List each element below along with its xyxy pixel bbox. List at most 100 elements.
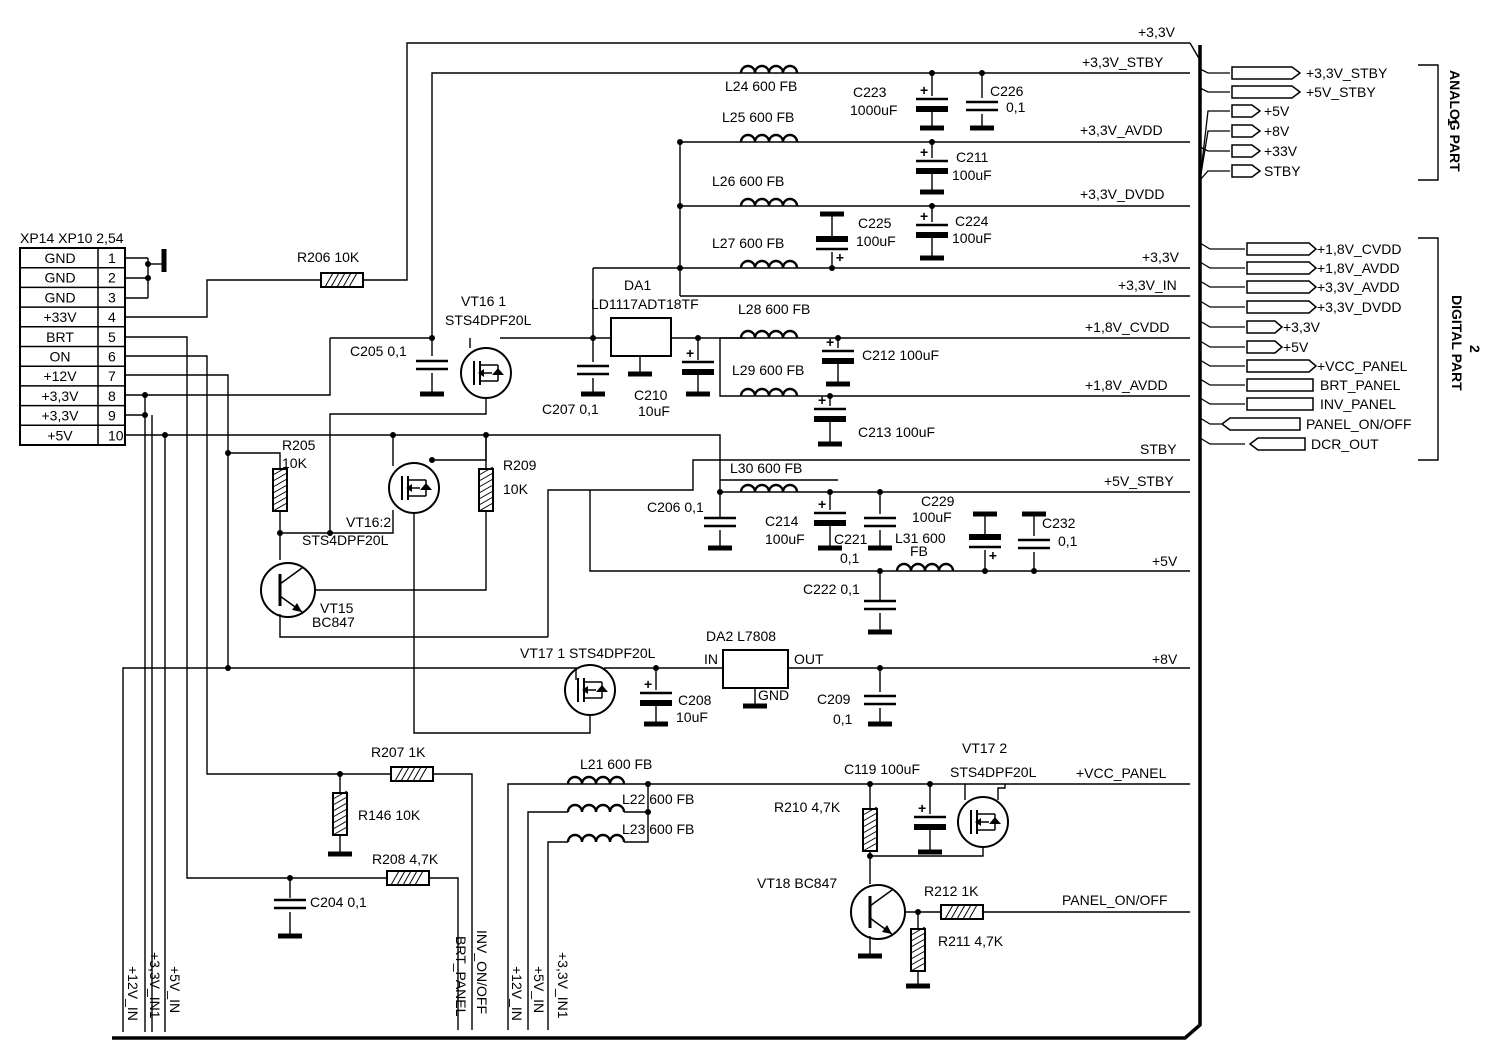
digital-part-title: DIGITAL PART xyxy=(1449,295,1465,391)
vt17-2-part: STS4DPF20L xyxy=(950,764,1037,780)
digital-output-flag: +5V xyxy=(1199,339,1309,355)
bottom-label-5v-in: +5V_IN xyxy=(167,966,183,1013)
connector-title: XP14 XP10 2,54 xyxy=(20,230,124,246)
c221-label: C221 xyxy=(834,531,868,547)
c226-value: 0,1 xyxy=(1006,99,1026,115)
rail-33-dvdd: +3,3V_DVDD xyxy=(1080,186,1164,202)
analog-output-label: STBY xyxy=(1264,163,1301,179)
analog-output-label: +33V xyxy=(1264,143,1298,159)
connector-pin: +12V 7 xyxy=(20,365,125,384)
digital-output-flag: INV_PANEL xyxy=(1199,396,1396,412)
vt15-value: BC847 xyxy=(312,614,355,630)
connector-pin: GND 2 xyxy=(20,266,125,286)
analog-output-flag: +3,3V_STBY xyxy=(1199,65,1388,81)
r207-label: R207 1K xyxy=(371,744,426,760)
c211-value: 100uF xyxy=(952,167,992,183)
connector-pin-name: GND xyxy=(44,270,75,286)
digital-output-label: +3,3V xyxy=(1283,319,1321,335)
r206-label: R206 10K xyxy=(297,249,360,265)
vt17-2-label: VT17 2 xyxy=(962,740,1007,756)
analog-output-flag: +8V xyxy=(1199,123,1290,181)
c212-label: C212 100uF xyxy=(862,347,939,363)
connector-pin-number: 4 xyxy=(108,309,116,325)
digital-output-label: +1,8V_CVDD xyxy=(1317,241,1401,257)
c225-value: 100uF xyxy=(856,233,896,249)
connector-pin-name: +5V xyxy=(47,427,73,443)
l26-label: L26 600 FB xyxy=(712,173,784,189)
c210-label: C210 xyxy=(634,387,668,403)
connector-pin-number: 7 xyxy=(108,368,116,384)
vt16-1-label: VT16 1 xyxy=(461,293,506,309)
l31-label-2: FB xyxy=(910,543,928,559)
bottom-label-12v-in: +12V_IN xyxy=(125,966,141,1021)
analog-output-flag: STBY xyxy=(1199,163,1301,181)
c222-label: C222 0,1 xyxy=(803,581,860,597)
da2-in: IN xyxy=(704,651,718,667)
r210-label: R210 4,7K xyxy=(774,799,841,815)
l25-label: L25 600 FB xyxy=(722,109,794,125)
c229-value: 100uF xyxy=(912,509,952,525)
vt15-label: VT15 xyxy=(320,600,354,616)
connector-pin-number: 5 xyxy=(108,329,116,345)
c214-label: C214 xyxy=(765,513,799,529)
analog-part-title: ANALOG PART xyxy=(1447,70,1463,172)
digital-output-flag: +VCC_PANEL xyxy=(1199,358,1408,374)
c225-label: C225 xyxy=(858,215,892,231)
analog-output-flag: +5V xyxy=(1199,103,1290,181)
connector-pin-name: GND xyxy=(44,289,75,305)
connector-pin-number: 6 xyxy=(108,349,116,365)
rail-33-stby: +3,3V_STBY xyxy=(1082,54,1164,70)
rail-33-in: +3,3V_IN xyxy=(1118,277,1177,293)
rail-18-avdd: +1,8V_AVDD xyxy=(1085,377,1168,393)
vt16-2-part: STS4DPF20L xyxy=(302,532,389,548)
analog-part-bracket: 1 ANALOG PART xyxy=(1418,64,1463,181)
da1-label: DA1 xyxy=(624,277,651,293)
bottom-label-33v-in1: +3,3V_IN1 xyxy=(147,952,163,1019)
digital-output-label: +VCC_PANEL xyxy=(1317,358,1408,374)
c223-label: C223 xyxy=(853,84,887,100)
bottom-labels: +12V_IN +3,3V_IN1 +5V_IN BRT_PANEL INV_O… xyxy=(125,930,571,1021)
da1-part: LD1117ADT18TF xyxy=(591,296,699,312)
digital-output-label: PANEL_ON/OFF xyxy=(1306,416,1412,432)
digital-output-label: DCR_OUT xyxy=(1311,436,1379,452)
vt16-1-part: STS4DPF20L xyxy=(445,312,532,328)
analog-part-number: 1 xyxy=(1445,118,1461,126)
digital-output-flag: PANEL_ON/OFF xyxy=(1199,416,1412,432)
connector-pin-number: 10 xyxy=(108,427,124,443)
digital-output-label: +3,3V_DVDD xyxy=(1317,299,1401,315)
rail-vcc-panel: +VCC_PANEL xyxy=(1076,765,1167,781)
r205-label: R205 xyxy=(282,437,316,453)
rail-5v-stby: +5V_STBY xyxy=(1104,473,1174,489)
connector-pin-name: BRT xyxy=(46,329,74,345)
l23-label: L23 600 FB xyxy=(622,821,694,837)
bottom-label-inv-onoff: INV_ON/OFF xyxy=(474,930,490,1014)
c206-label: C206 0,1 xyxy=(647,499,704,515)
connector-pin: +5V 10 xyxy=(20,424,125,443)
c224-value: 100uF xyxy=(952,230,992,246)
vt17-1-label: VT17 1 STS4DPF20L xyxy=(520,645,656,661)
connector-pin-name: +12V xyxy=(43,368,77,384)
c205-label: C205 0,1 xyxy=(350,343,407,359)
analog-output-label: +3,3V_STBY xyxy=(1306,65,1388,81)
digital-output-flag: BRT_PANEL xyxy=(1199,377,1401,393)
c204-label: C204 0,1 xyxy=(310,894,367,910)
digital-output-label: INV_PANEL xyxy=(1320,396,1396,412)
r211-label: R211 4,7K xyxy=(938,933,1004,949)
bottom-label-5v-in-2: +5V_IN xyxy=(531,966,547,1013)
digital-output-flag: DCR_OUT xyxy=(1199,436,1379,452)
rail-5v: +5V xyxy=(1152,553,1178,569)
c208-label: C208 xyxy=(678,692,712,708)
connector-pin-number: 2 xyxy=(108,270,116,286)
l27-label: L27 600 FB xyxy=(712,235,784,251)
c210-value: 10uF xyxy=(638,403,670,419)
connector-pin-name: +3,3V xyxy=(42,408,80,424)
rail-18-cvdd: +1,8V_CVDD xyxy=(1085,319,1169,335)
c207-label: C207 0,1 xyxy=(542,401,599,417)
l31-label: L31 600 xyxy=(895,530,946,546)
digital-output-flag: +3,3V xyxy=(1199,319,1321,335)
